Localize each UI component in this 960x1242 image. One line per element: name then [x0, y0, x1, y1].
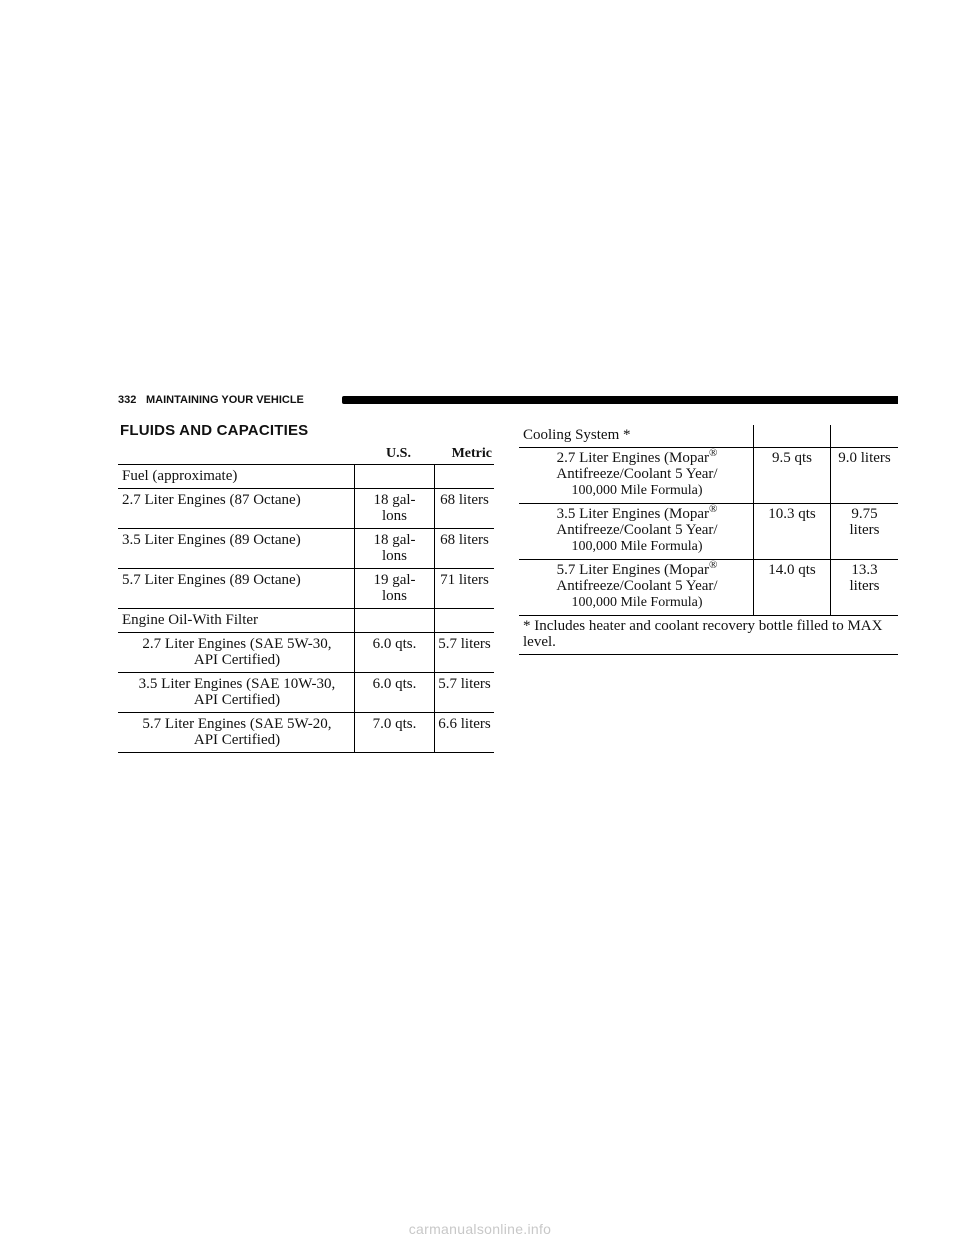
- row-label: Cooling System *: [523, 427, 631, 443]
- row-us: 18 gal-lons: [354, 488, 435, 529]
- footnote: * Includes heater and coolant recovery b…: [523, 618, 883, 650]
- row-us: [354, 608, 435, 633]
- row-label: 3.5 Liter Engines (Mopar® Antifreeze/Cool…: [519, 504, 754, 560]
- column-header-metric: Metric: [451, 446, 492, 461]
- row-metric: 71 liters: [434, 568, 494, 609]
- table-header-row: U.S. Metric: [118, 446, 494, 465]
- label-line-2: Antifreeze/Coolant 5 Year/: [556, 466, 718, 482]
- row-label: 3.5 Liter Engines (SAE 10W-30,API Certif…: [138, 676, 336, 708]
- table-row: 2.7 Liter Engines (Mopar® Antifreeze/Cool…: [519, 447, 898, 504]
- fluids-table-right: Cooling System * 2.7 Liter Engines (Mopa…: [519, 425, 898, 655]
- row-metric: [434, 464, 494, 489]
- table-row: 3.5 Liter Engines (SAE 10W-30,API Certif…: [118, 672, 494, 713]
- label-line-1: 2.7 Liter Engines (Mopar: [556, 450, 710, 466]
- row-label: 5.7 Liter Engines (SAE 5W-20,API Certifi…: [142, 716, 332, 748]
- table-row: 3.5 Liter Engines (Mopar® Antifreeze/Cool…: [519, 503, 898, 560]
- table-row: 2.7 Liter Engines (87 Octane) 18 gal-lons…: [118, 488, 494, 529]
- label-line-2: Antifreeze/Coolant 5 Year/: [556, 522, 718, 538]
- row-us: 9.5 qts: [753, 447, 831, 504]
- registered-mark: ®: [709, 447, 718, 459]
- row-label: 5.7 Liter Engines (Mopar® Antifreeze/Cool…: [519, 560, 754, 616]
- row-metric: 6.6 liters: [434, 712, 494, 753]
- row-label: Engine Oil-With Filter: [122, 612, 259, 628]
- table-row: Engine Oil-With Filter: [118, 608, 494, 633]
- row-metric: 5.7 liters: [434, 632, 494, 673]
- row-us: 18 gal-lons: [354, 528, 435, 569]
- row-us: 6.0 qts.: [354, 672, 435, 713]
- left-table-body: Fuel (approximate) 2.7 Liter Engines (87 …: [118, 464, 494, 753]
- page-number: 332: [118, 394, 137, 406]
- row-us: 10.3 qts: [753, 503, 831, 560]
- row-label: 5.7 Liter Engines (89 Octane): [122, 572, 301, 588]
- row-metric: 68 liters: [434, 528, 494, 569]
- table-row-group: Cooling System *: [519, 425, 898, 448]
- row-metric: 5.7 liters: [434, 672, 494, 713]
- row-label: Fuel (approximate): [122, 468, 238, 484]
- section-title: FLUIDS AND CAPACITIES: [120, 422, 309, 439]
- label-line-1: 3.5 Liter Engines (Mopar: [556, 506, 710, 522]
- right-table-body: 2.7 Liter Engines (Mopar®Antifreeze/Cool…: [519, 447, 898, 616]
- label-line-3: 100,000 Mile Formula): [571, 595, 703, 610]
- table-row: 3.5 Liter Engines (89 Octane) 18 gal-lons…: [118, 528, 494, 569]
- table-row: 2.7 Liter Engines (SAE 5W-30,API Certifi…: [118, 632, 494, 673]
- watermark: carmanualsonline.info: [408, 1221, 552, 1237]
- row-metric: 9.0 liters: [830, 447, 898, 504]
- row-us: 7.0 qts.: [354, 712, 435, 753]
- row-us: [354, 464, 435, 489]
- row-label: 2.7 Liter Engines (SAE 5W-30,API Certifi…: [142, 636, 332, 668]
- label-line-3: 100,000 Mile Formula): [571, 483, 703, 498]
- row-label: 2.7 Liter Engines (87 Octane): [122, 492, 301, 508]
- row-us: [753, 425, 831, 448]
- fluids-table-left: U.S. Metric Fuel (approximate) 2.7 Liter …: [118, 446, 494, 753]
- label-line-3: 100,000 Mile Formula): [571, 539, 703, 554]
- column-header-us: U.S.: [386, 446, 411, 461]
- row-us: 19 gal-lons: [354, 568, 435, 609]
- registered-mark: ®: [709, 559, 718, 571]
- label-line-1: 5.7 Liter Engines (Mopar: [556, 562, 710, 578]
- table-row: 5.7 Liter Engines (SAE 5W-20,API Certifi…: [118, 712, 494, 753]
- section-name: MAINTAINING YOUR VEHICLE: [146, 394, 304, 406]
- row-label: 2.7 Liter Engines (Mopar® Antifreeze/Cool…: [519, 448, 754, 504]
- row-metric: [434, 608, 494, 633]
- label-line-2: Antifreeze/Coolant 5 Year/: [556, 578, 718, 594]
- row-us: 6.0 qts.: [354, 632, 435, 673]
- table-row: 5.7 Liter Engines (89 Octane) 19 gal-lons…: [118, 568, 494, 609]
- registered-mark: ®: [709, 503, 718, 515]
- row-label: 3.5 Liter Engines (89 Octane): [122, 532, 301, 548]
- table-row: Fuel (approximate): [118, 464, 494, 489]
- table-row: 5.7 Liter Engines (Mopar® Antifreeze/Cool…: [519, 559, 898, 616]
- row-us: 14.0 qts: [753, 559, 831, 616]
- row-metric: [830, 425, 898, 448]
- footnote-row: * Includes heater and coolant recovery b…: [519, 616, 898, 655]
- row-metric: 68 liters: [434, 488, 494, 529]
- page-header: 332 MAINTAINING YOUR VEHICLE: [118, 393, 898, 407]
- header-rule: [342, 396, 898, 404]
